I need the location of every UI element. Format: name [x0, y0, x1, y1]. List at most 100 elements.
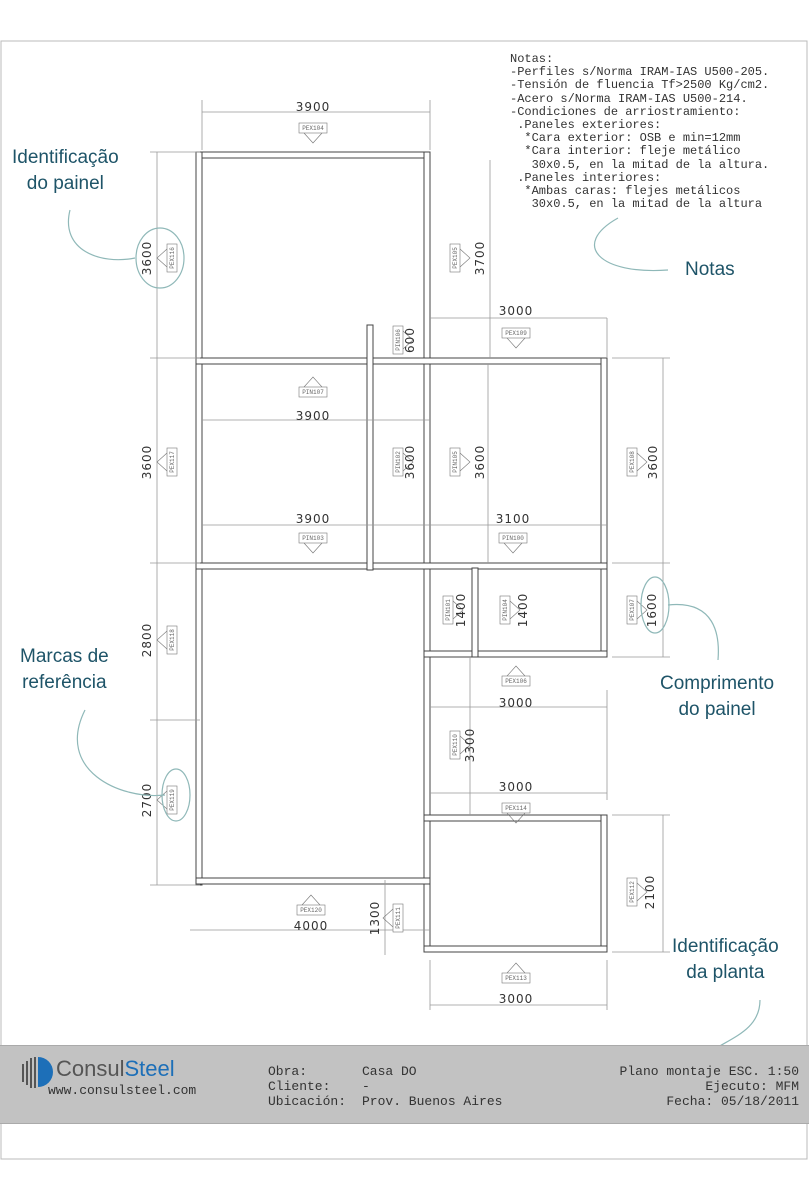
panel-tag-box [298, 122, 328, 134]
panel-tag: PIN100 [502, 535, 524, 542]
note-line: *Ambas caras: flejes metálicos [510, 184, 741, 199]
callout-arrow [77, 709, 166, 797]
panel-tag: PEX106 [505, 678, 527, 685]
panel-direction-arrow-icon [402, 452, 414, 472]
panel-direction-arrow-icon [459, 248, 471, 268]
note-line: *Cara exterior: OSB e min=12mm [510, 131, 741, 146]
panel-length: 3900 [296, 512, 331, 526]
panel-direction-arrow-icon [156, 452, 168, 472]
ubicacion-label: Ubicación: [268, 1094, 347, 1109]
panel-tag: PEX107 [629, 599, 636, 621]
panel-length: 4000 [294, 919, 329, 933]
panel-direction-arrow-icon [156, 630, 168, 650]
wall [423, 945, 608, 953]
panel-length: 3300 [463, 728, 477, 763]
panel-direction-arrow-icon [402, 330, 414, 350]
panel-label: PEX111 1300 [368, 901, 404, 936]
panel-length: 1300 [368, 901, 382, 936]
panel-tag: PEX119 [169, 789, 176, 811]
panel-tag-box [501, 327, 531, 339]
panel-length: 3700 [473, 241, 487, 276]
panel-tag: PIN104 [502, 599, 509, 621]
annotation-text: Comprimento [660, 673, 775, 694]
panel-tag-box [626, 595, 638, 625]
panel-tag-box [501, 802, 531, 814]
wall-outlines [195, 151, 608, 953]
panel-tag-box [501, 675, 531, 687]
logo-wordmark: ConsulSteel [56, 1056, 175, 1082]
logo-text: Steel [124, 1056, 175, 1081]
panel-length: 2100 [643, 875, 657, 910]
panel-label: PEX117 3600 [140, 445, 178, 480]
panel-tag: PEX108 [629, 451, 636, 473]
note-line: -Acero s/Norma IRAM-IAS U500-214. [510, 91, 748, 106]
panel-length: 3100 [496, 512, 531, 526]
note-line: Notas: [510, 52, 554, 66]
panel-tag: PEX104 [302, 125, 324, 132]
wall [423, 814, 608, 822]
panel-tag: PEX113 [505, 975, 527, 982]
panel-direction-arrow-icon [636, 452, 648, 472]
dimension-lines [150, 100, 670, 1010]
panel-direction-arrow-icon [303, 132, 323, 144]
wall [471, 567, 479, 658]
note-line: .Paneles exteriores: [510, 118, 662, 133]
annotation-text: Marcas de [20, 646, 109, 667]
website-link[interactable]: www.consulsteel.com [48, 1083, 197, 1098]
panel-length: 3000 [499, 304, 534, 318]
panel-tag-box [298, 386, 328, 398]
callout-arrow [67, 209, 136, 261]
annotation-reference-marks: Marcas de referência [20, 644, 109, 696]
title-block: ConsulSteel www.consulsteel.com Obra: Ca… [0, 1045, 809, 1124]
note-line: *Cara interior: fleje metálico [510, 144, 741, 159]
note-line: .Paneles interiores: [510, 170, 662, 185]
annotation-text: da planta [686, 962, 765, 983]
panel-tag-box [166, 447, 178, 477]
panel-tag-box [166, 243, 178, 273]
panel-tag-box [166, 785, 178, 815]
panel-tag: PEX116 [169, 247, 176, 269]
note-line: 30x0.5, en la mitad de la altura [510, 197, 763, 212]
panel-length: 3600 [473, 445, 487, 480]
panel-length: 3000 [499, 992, 534, 1006]
note-line: -Condiciones de arriostramiento: [510, 104, 741, 119]
obra-label: Obra: [268, 1064, 308, 1079]
panel-tag: PEX120 [300, 907, 322, 914]
panel-tag: PEX110 [452, 734, 459, 756]
panel-tag: PIN103 [302, 535, 324, 542]
panel-tag: PIN106 [395, 329, 402, 351]
note-line: 30x0.5, en la mitad de la altura. [510, 157, 770, 172]
cliente-value: - [362, 1079, 370, 1094]
panel-direction-arrow-icon [303, 376, 323, 388]
panel-direction-arrow-icon [301, 894, 321, 906]
panel-tag-box [626, 877, 638, 907]
panel-length: 600 [403, 327, 417, 353]
panel-tag: PEX114 [505, 805, 527, 812]
panel-tag: PEX117 [169, 451, 176, 473]
panel-length: 3600 [140, 445, 154, 480]
panel-length: 3000 [499, 780, 534, 794]
wall [195, 877, 431, 885]
annotation-text: do painel [26, 173, 104, 194]
panel-direction-arrow-icon [636, 882, 648, 902]
panel-label: PEX120 4000 [294, 894, 329, 933]
note-line: -Perfiles s/Norma IRAM-IAS U500-205. [510, 65, 770, 80]
annotation-text: Identificação [672, 936, 779, 957]
panel-tag: PEX111 [395, 907, 402, 929]
annotation-text: referência [22, 672, 107, 693]
panel-tag-box [499, 595, 511, 625]
ejecuto: Ejecuto: MFM [705, 1079, 799, 1094]
panel-direction-arrow-icon [452, 600, 464, 620]
panel-tag-box [392, 447, 404, 477]
panel-tag: PIN107 [302, 389, 324, 396]
panel-length: 3900 [296, 409, 331, 423]
annotation-text: Identificação [12, 147, 119, 168]
